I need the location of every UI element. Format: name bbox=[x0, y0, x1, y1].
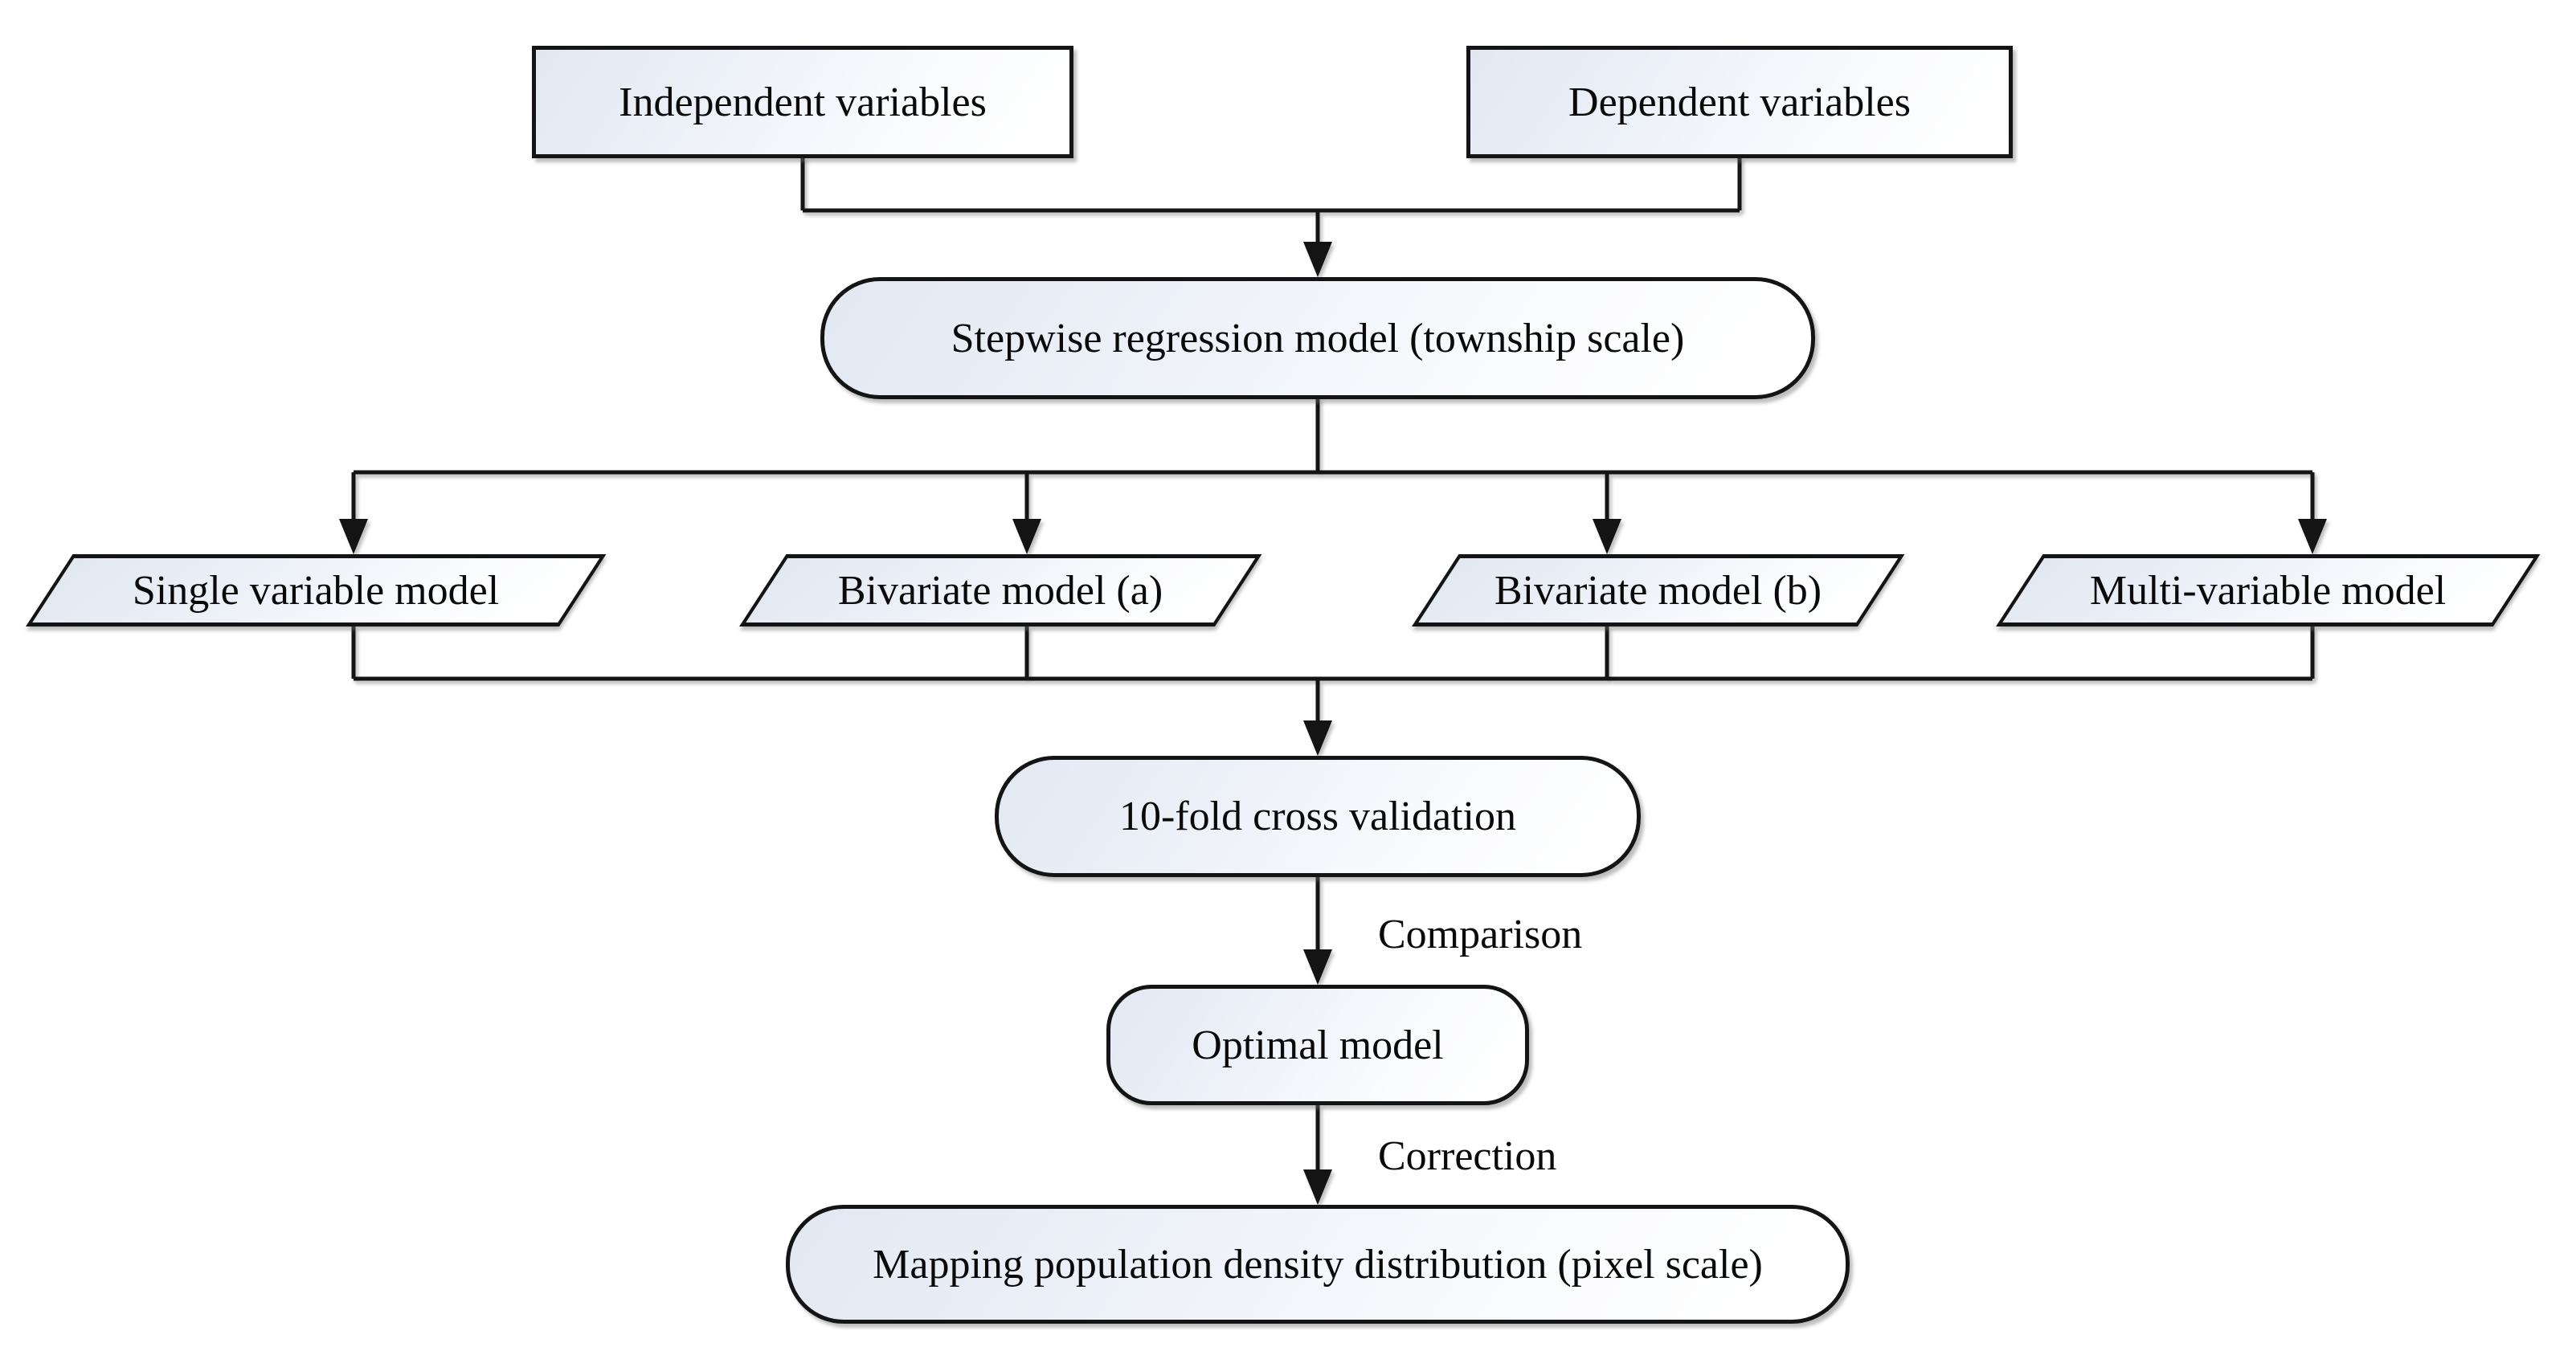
connector-models-merge bbox=[351, 627, 2315, 722]
connector-stepwise-branch bbox=[351, 398, 2315, 520]
node-bivariate-model-a: Bivariate model (a) bbox=[739, 554, 1262, 627]
node-optimal-model-label: Optimal model bbox=[1192, 1022, 1444, 1068]
node-bivariate-model-a-label: Bivariate model (a) bbox=[837, 567, 1163, 614]
arrowhead-bivariate-a bbox=[1012, 519, 1041, 554]
node-bivariate-model-b-label: Bivariate model (b) bbox=[1494, 567, 1822, 614]
node-multi-variable-model-label: Multi-variable model bbox=[2089, 567, 2447, 614]
arrowhead-mapping bbox=[1303, 1169, 1332, 1205]
arrowhead-single-variable bbox=[339, 519, 368, 554]
node-independent-variables: Independent variables bbox=[532, 46, 1073, 158]
arrowhead-cross-validation bbox=[1303, 720, 1332, 756]
arrowhead-stepwise bbox=[1303, 242, 1332, 277]
edge-label-correction: Correction bbox=[1378, 1133, 1557, 1179]
node-stepwise-regression: Stepwise regression model (township scal… bbox=[820, 277, 1815, 399]
connector-inputs-to-stepwise bbox=[800, 157, 1742, 243]
edge-label-comparison: Comparison bbox=[1378, 912, 1583, 957]
node-dependent-variables: Dependent variables bbox=[1466, 46, 2013, 158]
node-stepwise-regression-label: Stepwise regression model (township scal… bbox=[951, 315, 1685, 361]
node-optimal-model: Optimal model bbox=[1106, 985, 1529, 1105]
node-single-variable-model: Single variable model bbox=[26, 554, 607, 627]
node-cross-validation: 10-fold cross validation bbox=[995, 756, 1641, 877]
node-mapping-population-density-label: Mapping population density distribution … bbox=[873, 1241, 1763, 1288]
node-cross-validation-label: 10-fold cross validation bbox=[1119, 794, 1516, 839]
node-mapping-population-density: Mapping population density distribution … bbox=[786, 1205, 1850, 1324]
arrowhead-multi-variable bbox=[2298, 519, 2327, 554]
arrowhead-bivariate-b bbox=[1593, 519, 1621, 554]
arrowhead-optimal bbox=[1303, 949, 1332, 985]
node-multi-variable-model: Multi-variable model bbox=[1996, 554, 2541, 627]
node-independent-variables-label: Independent variables bbox=[619, 79, 987, 125]
node-bivariate-model-b: Bivariate model (b) bbox=[1412, 554, 1905, 627]
node-single-variable-model-label: Single variable model bbox=[132, 567, 500, 614]
node-dependent-variables-label: Dependent variables bbox=[1568, 79, 1911, 125]
